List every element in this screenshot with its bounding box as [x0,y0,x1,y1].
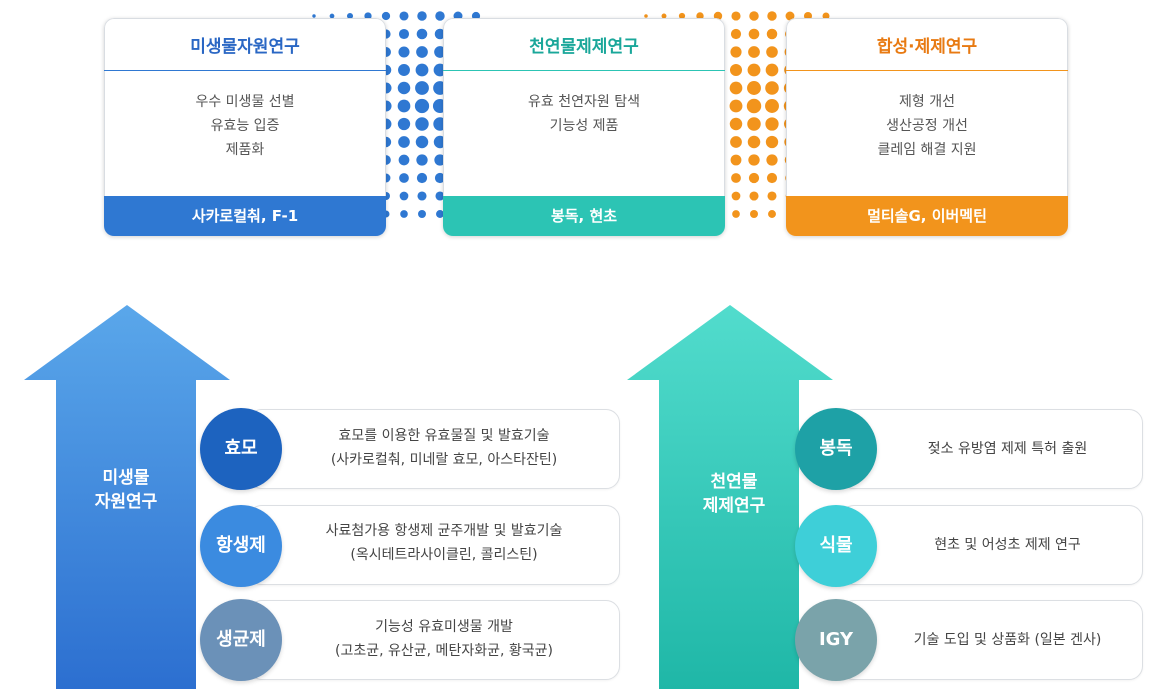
row-yeast [248,409,620,489]
card-natural-product-research: 천연물제제연구 유효 천연자원 탐색 기능성 제품 봉독, 현초 [443,18,725,236]
card-item: 제형 개선 [899,94,955,110]
badge-antibiotic: 항생제 [200,505,282,587]
right-arrow-label: 천연물 제제연구 [664,470,804,518]
row-line: 젖소 유방염 제제 특허 출원 [927,441,1088,457]
row-line: 효모를 이용한 유효물질 및 발효기술 [338,428,550,444]
card-footer: 멀티솔G, 이버멕틴 [786,196,1068,236]
row-line: 현초 및 어성초 제제 연구 [934,537,1081,553]
badge-igy: IGY [795,599,877,681]
arrow-label-line: 미생물 [102,468,150,488]
row-plant [840,505,1143,585]
arrow-label-line: 자원연구 [94,492,158,512]
row-bee-venom [840,409,1143,489]
arrow-label-line: 제제연구 [702,496,766,516]
row-line: 사료첨가용 항생제 균주개발 및 발효기술 [325,523,563,539]
arrow-label-line: 천연물 [710,472,758,492]
row-igy [840,600,1143,680]
up-arrow-left [24,305,230,689]
card-divider [443,70,725,71]
row-line: 기능성 유효미생물 개발 [375,619,513,635]
card-item: 생산공정 개선 [886,118,968,134]
card-footer: 사카로컬춰, F-1 [104,196,386,236]
row-yeast-text: 효모를 이용한 유효물질 및 발효기술 (사카로컬춰, 미네랄 효모, 아스타잔… [284,424,604,472]
row-probiotic [248,600,620,680]
card-synthesis-research: 합성·제제연구 제형 개선 생산공정 개선 클레임 해결 지원 멀티솔G, 이버… [786,18,1068,236]
card-item: 제품화 [225,142,265,158]
row-bee-venom-text: 젖소 유방염 제제 특허 출원 [880,437,1135,461]
row-line: (사카로컬춰, 미네랄 효모, 아스타잔틴) [330,452,558,468]
card-title: 미생물자원연구 [190,37,300,57]
card-divider [104,70,386,71]
row-line: 기술 도입 및 상품화 (일본 겐사) [913,632,1102,648]
card-microbial-research: 미생물자원연구 우수 미생물 선별 유효능 입증 제품화 사카로컬춰, F-1 [104,18,386,236]
card-item: 기능성 제품 [549,118,619,134]
card-item: 유효 천연자원 탐색 [528,94,640,110]
card-item: 유효능 입증 [210,118,280,134]
card-footer: 봉독, 현초 [443,196,725,236]
row-antibiotic-text: 사료첨가용 항생제 균주개발 및 발효기술 (옥시테트라사이클린, 콜리스틴) [284,519,604,567]
row-line: (옥시테트라사이클린, 콜리스틴) [350,547,538,563]
row-igy-text: 기술 도입 및 상품화 (일본 겐사) [880,628,1135,652]
card-title: 합성·제제연구 [876,37,978,57]
badge-probiotic: 생균제 [200,599,282,681]
card-item: 우수 미생물 선별 [195,94,295,110]
badge-bee-venom: 봉독 [795,408,877,490]
row-antibiotic [248,505,620,585]
badge-plant: 식물 [795,505,877,587]
card-title: 천연물제제연구 [529,37,639,57]
card-items: 유효 천연자원 탐색 기능성 제품 [443,90,725,138]
left-arrow-label: 미생물 자원연구 [56,466,196,514]
card-items: 제형 개선 생산공정 개선 클레임 해결 지원 [786,90,1068,162]
row-probiotic-text: 기능성 유효미생물 개발 (고초균, 유산균, 메탄자화균, 황국균) [284,615,604,663]
card-divider [786,70,1068,71]
row-plant-text: 현초 및 어성초 제제 연구 [880,533,1135,557]
badge-yeast: 효모 [200,408,282,490]
row-line: (고초균, 유산균, 메탄자화균, 황국균) [335,643,553,659]
card-items: 우수 미생물 선별 유효능 입증 제품화 [104,90,386,162]
up-arrow-right [627,305,833,689]
card-item: 클레임 해결 지원 [877,142,977,158]
